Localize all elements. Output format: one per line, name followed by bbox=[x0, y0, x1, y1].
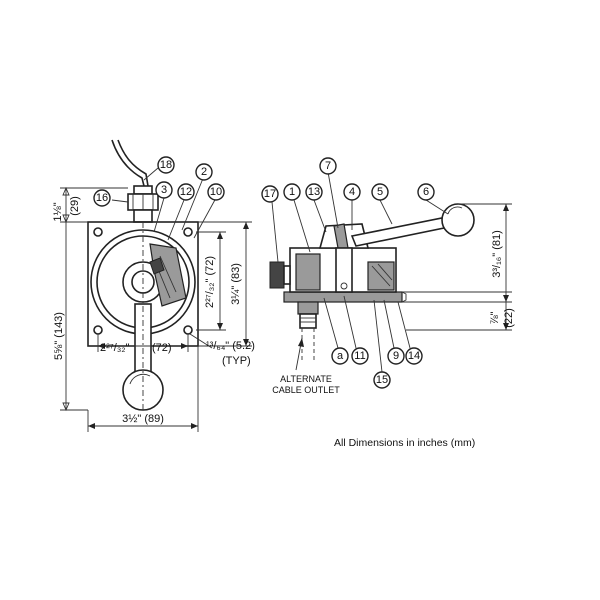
svg-text:13: 13 bbox=[308, 186, 320, 198]
svg-text:11: 11 bbox=[354, 350, 365, 362]
side-gland bbox=[269, 261, 285, 289]
svg-text:18: 18 bbox=[160, 159, 172, 171]
callout-a: a bbox=[331, 347, 349, 365]
side-knob bbox=[441, 203, 475, 237]
mounting-hole-br bbox=[183, 325, 193, 335]
svg-text:7: 7 bbox=[325, 160, 331, 172]
dim-hole-spacing-h: 2²⁷/₃₂" bbox=[100, 342, 130, 354]
cable-gland bbox=[133, 185, 153, 195]
svg-text:5: 5 bbox=[377, 186, 383, 198]
side-callouts: 17 1 13 7 4 5 6 a 11 15 9 14 bbox=[261, 157, 449, 389]
alternate-note-line2: CABLE OUTLET bbox=[272, 385, 340, 395]
alt-outlet-nut bbox=[297, 301, 319, 315]
dim-body-height: 3¼" (83) bbox=[230, 263, 242, 305]
callout-12: 12 bbox=[177, 183, 195, 201]
svg-text:16: 16 bbox=[96, 192, 108, 204]
side-shaft bbox=[335, 247, 353, 293]
svg-text:10: 10 bbox=[210, 186, 222, 198]
callout-5: 5 bbox=[371, 183, 389, 201]
front-dimensions: 1⅛" (29) 5⅝" (143) 2²⁷/₃₂" (72) 3¼" (83)… bbox=[52, 186, 255, 432]
callout-11: 11 bbox=[351, 347, 369, 365]
svg-text:9: 9 bbox=[393, 350, 399, 362]
side-view: ALTERNATE CABLE OUTLET bbox=[269, 203, 475, 395]
svg-text:17: 17 bbox=[264, 188, 276, 200]
svg-text:15: 15 bbox=[376, 374, 388, 386]
callout-16: 16 bbox=[93, 189, 111, 207]
cable-edge bbox=[117, 139, 149, 187]
callout-1: 1 bbox=[283, 183, 301, 201]
callout-15: 15 bbox=[373, 371, 391, 389]
dim-hole-dia: ¹³/₆₄" (5.2) bbox=[206, 340, 255, 352]
mounting-hole-bl bbox=[93, 325, 103, 335]
callout-13: 13 bbox=[305, 183, 323, 201]
dim-base-height: ⅞" bbox=[489, 311, 501, 324]
dim-top-height: 1⅛" bbox=[52, 202, 64, 221]
svg-text:3: 3 bbox=[161, 184, 167, 196]
svg-text:6: 6 bbox=[423, 186, 429, 198]
cam bbox=[149, 257, 165, 275]
dim-hole-spacing-h-mm: (72) bbox=[152, 342, 172, 354]
dim-total-height: 5⅝" (143) bbox=[53, 312, 65, 360]
dim-hole-typ: (TYP) bbox=[222, 355, 251, 367]
dim-handle-height: 3³/₁₆" (81) bbox=[491, 230, 503, 278]
callout-6: 6 bbox=[417, 183, 435, 201]
callout-17: 17 bbox=[261, 185, 279, 203]
dim-top-height-mm: (29) bbox=[69, 196, 81, 216]
footer-note: All Dimensions in inches (mm) bbox=[334, 437, 475, 449]
alt-outlet-body bbox=[299, 313, 317, 329]
side-dimensions: 3³/₁₆" (81) ⅞" (22) bbox=[402, 203, 515, 331]
mounting-hole-tr bbox=[183, 227, 193, 237]
front-view bbox=[87, 139, 199, 411]
side-lever bbox=[350, 217, 445, 247]
callout-18: 18 bbox=[157, 156, 175, 174]
callout-4: 4 bbox=[343, 183, 361, 201]
callout-7: 7 bbox=[319, 157, 337, 175]
callout-9: 9 bbox=[387, 347, 405, 365]
dim-width: 3½" (89) bbox=[122, 413, 164, 425]
cable bbox=[111, 139, 145, 187]
svg-text:a: a bbox=[337, 350, 344, 362]
svg-text:4: 4 bbox=[349, 186, 355, 198]
mounting-hole-tl bbox=[93, 227, 103, 237]
side-body-shade bbox=[295, 253, 321, 291]
callout-10: 10 bbox=[207, 183, 225, 201]
callout-3: 3 bbox=[155, 181, 173, 199]
dim-hole-spacing-v: 2²⁷/₃₂" (72) bbox=[204, 256, 216, 308]
cable-gland-neck bbox=[133, 209, 153, 223]
callout-14: 14 bbox=[405, 347, 423, 365]
alternate-note-line1: ALTERNATE bbox=[280, 374, 332, 384]
dim-base-height-mm: (22) bbox=[503, 308, 515, 328]
front-callouts: 18 16 3 12 2 10 bbox=[93, 156, 225, 241]
callout-2: 2 bbox=[195, 163, 213, 181]
svg-text:2: 2 bbox=[201, 166, 207, 178]
svg-text:1: 1 bbox=[289, 186, 295, 198]
svg-text:12: 12 bbox=[180, 186, 192, 198]
svg-text:14: 14 bbox=[408, 350, 420, 362]
